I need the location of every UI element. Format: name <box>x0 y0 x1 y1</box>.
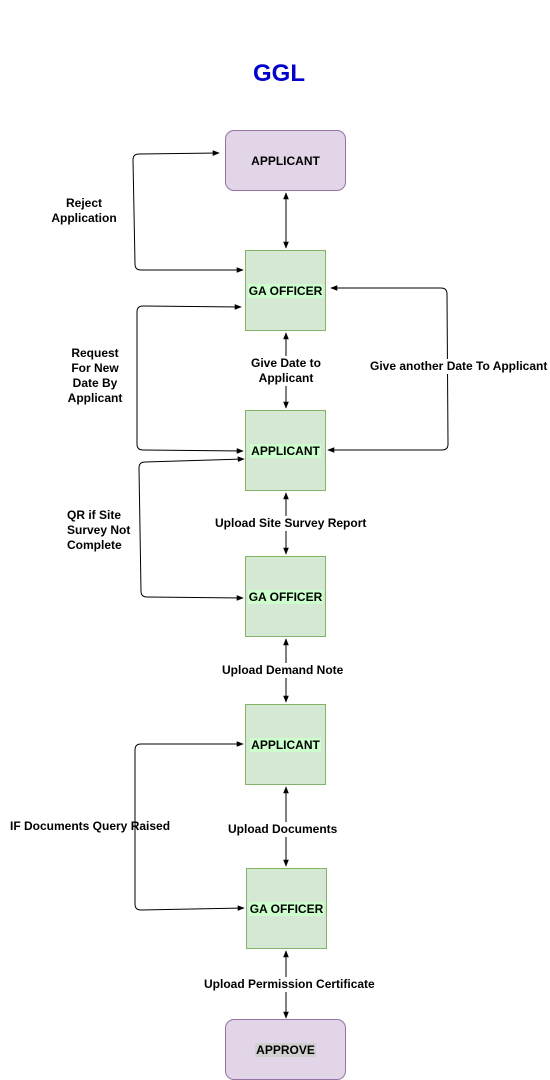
label-qr-site-survey: QR if Site Survey Not Complete <box>67 508 131 552</box>
node-applicant-2[interactable]: APPLICANT <box>245 410 326 491</box>
label-give-another-date: Give another Date To Applicant <box>370 359 548 374</box>
node-ga-officer-2-label: GA OFFICER <box>247 589 324 604</box>
node-ga-officer-1[interactable]: GA OFFICER <box>245 250 326 331</box>
label-upload-permission: Upload Permission Certificate <box>204 977 375 992</box>
edge-reject-loop <box>132 150 244 273</box>
node-ga-officer-1-label: GA OFFICER <box>247 283 324 298</box>
node-ga-officer-3-label: GA OFFICER <box>248 901 325 916</box>
edge-request-date-loop <box>136 304 244 454</box>
node-applicant-top[interactable]: APPLICANT <box>225 130 346 191</box>
edge-qr-loop <box>138 456 245 601</box>
label-reject-application: Reject Application <box>51 196 117 225</box>
node-applicant-3-label: APPLICANT <box>250 737 321 752</box>
label-upload-demand-note: Upload Demand Note <box>222 663 344 678</box>
node-applicant-top-label: APPLICANT <box>251 153 320 168</box>
diagram-title: GGL <box>253 60 305 87</box>
node-applicant-2-label: APPLICANT <box>250 443 321 458</box>
label-give-date: Give Date to Applicant <box>236 356 336 386</box>
node-approve-label: APPROVE <box>255 1042 316 1057</box>
node-approve[interactable]: APPROVE <box>225 1019 346 1080</box>
label-request-new-date: Request For New Date By Applicant <box>67 346 123 405</box>
label-if-documents-query: IF Documents Query Raised <box>10 819 171 833</box>
label-upload-documents: Upload Documents <box>228 822 338 837</box>
label-upload-site-survey: Upload Site Survey Report <box>215 516 367 531</box>
node-ga-officer-3[interactable]: GA OFFICER <box>246 868 327 949</box>
edge-documents-loop <box>134 741 245 911</box>
node-applicant-3[interactable]: APPLICANT <box>245 704 326 785</box>
node-ga-officer-2[interactable]: GA OFFICER <box>245 556 326 637</box>
